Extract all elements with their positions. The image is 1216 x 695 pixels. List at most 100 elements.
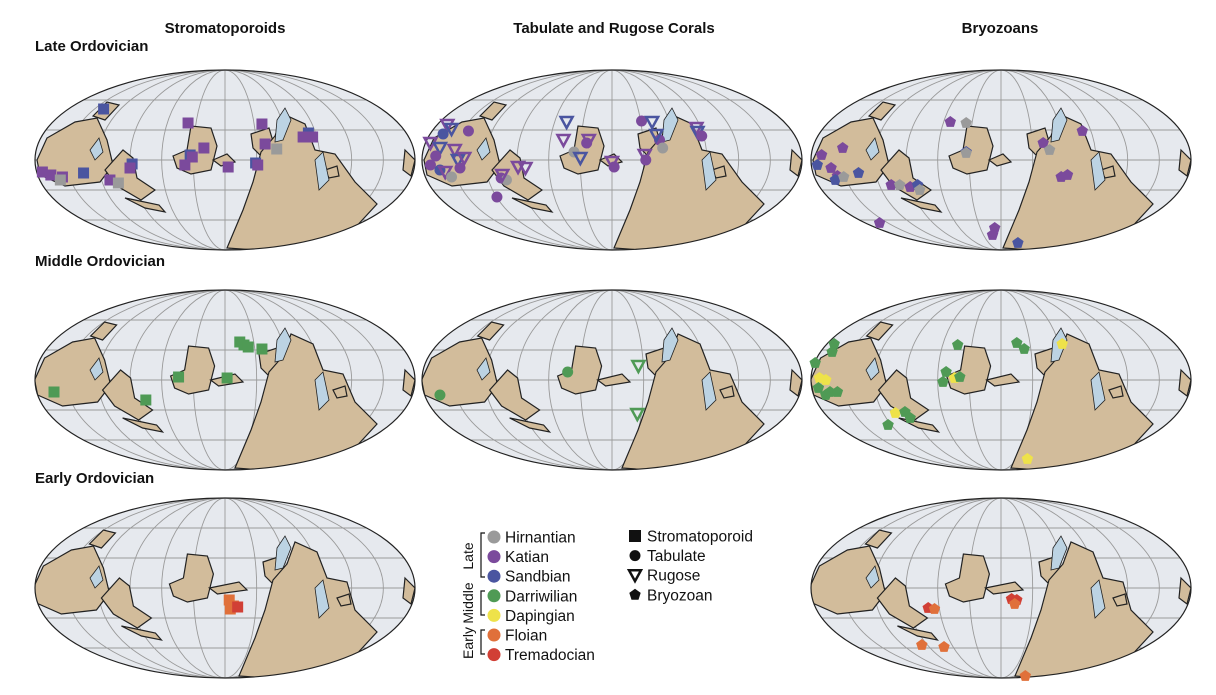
occurrence-rugose-sandbian	[644, 115, 661, 131]
occurrence-markers	[422, 115, 708, 203]
occurrence-bryozoan-darriwilian	[1011, 337, 1023, 348]
occurrence-stromatoporoid-hirnantian	[54, 174, 66, 186]
legend-swatch-hirnantian	[487, 530, 501, 544]
continental-shelf	[476, 107, 717, 191]
continents	[35, 321, 415, 470]
occurrence-stromatoporoid-katian	[297, 131, 309, 143]
legend-stage-hirnantian: Hirnantian	[505, 530, 576, 547]
occurrence-bryozoan-floian	[1009, 598, 1021, 609]
occurrence-tabulate-katian	[424, 159, 436, 171]
map-border	[34, 497, 416, 679]
occurrence-rugose-sandbian	[443, 122, 460, 138]
map-border	[34, 289, 416, 471]
occurrence-bryozoan-katian	[944, 116, 956, 127]
occurrence-tabulate-hirnantian	[446, 171, 458, 183]
occurrence-bryozoan-floian	[1019, 670, 1031, 681]
occurrence-rugose-sandbian	[572, 151, 589, 167]
legend-swatch-tremadocian	[487, 648, 501, 662]
occurrence-stromatoporoid-darriwilian	[242, 341, 254, 353]
occurrence-stromatoporoid-katian	[256, 118, 268, 130]
column-title-corals: Tabulate and Rugose Corals	[513, 20, 714, 37]
column-title-bryozoans: Bryozoans	[962, 20, 1039, 37]
occurrence-markers	[809, 337, 1068, 464]
occurrence-markers	[36, 103, 319, 189]
map-border	[810, 497, 1192, 679]
continents	[811, 529, 1191, 678]
paleomap-1-1	[421, 289, 803, 471]
legend-type-stromatoporoid: Stromatoporoid	[647, 529, 753, 546]
occurrence-tabulate-hirnantian	[657, 142, 669, 154]
occurrence-stromatoporoid-katian	[179, 159, 191, 171]
occurrence-bryozoan-floian	[928, 603, 941, 614]
continental-shelf	[89, 327, 330, 411]
occurrence-rugose-katian	[494, 168, 511, 184]
occurrence-tabulate-katian	[640, 154, 652, 166]
occurrence-tabulate-darriwilian	[562, 366, 574, 378]
occurrence-bryozoan-darriwilian	[952, 339, 964, 350]
map-border	[810, 69, 1192, 251]
occurrence-rugose-sandbian	[648, 128, 665, 144]
occurrence-tabulate-darriwilian	[434, 389, 446, 401]
legend-swatch-floian	[487, 628, 501, 642]
occurrence-bryozoan-darriwilian	[940, 366, 952, 377]
occurrence-tabulate-katian	[454, 162, 466, 174]
legend-period-middle: Middle	[460, 582, 476, 623]
occurrence-rugose-sandbian	[449, 153, 466, 169]
paleomap-1-2	[809, 289, 1192, 471]
legend-period-late: Late	[460, 542, 476, 569]
occurrence-bryozoan-katian	[873, 217, 886, 228]
legend: Late Middle Early HirnantianKatianSandbi…	[460, 529, 753, 665]
occurrence-rugose-katian	[580, 133, 597, 149]
occurrence-tabulate-katian	[696, 130, 708, 142]
occurrence-stromatoporoid-darriwilian	[256, 343, 268, 355]
occurrence-stromatoporoid-darriwilian	[173, 371, 185, 383]
occurrence-markers	[916, 593, 1031, 681]
occurrence-stromatoporoid-katian	[182, 117, 194, 129]
legend-type-tabulate: Tabulate	[647, 548, 706, 565]
map-border	[34, 69, 416, 251]
continental-shelf	[89, 107, 330, 191]
legend-stage-sandbian: Sandbian	[505, 569, 571, 586]
occurrence-bryozoan-dapingian	[1056, 338, 1068, 349]
map-border	[421, 289, 803, 471]
occurrence-rugose-katian	[446, 143, 463, 159]
legend-stage-katian: Katian	[505, 549, 549, 566]
legend-stage-floian: Floian	[505, 628, 547, 645]
continental-shelf	[476, 327, 717, 411]
occurrence-stromatoporoid-katian	[307, 131, 319, 143]
occurrence-tabulate-katian	[608, 161, 620, 173]
occurrence-rugose-katian	[555, 133, 572, 149]
occurrence-rugose-katian	[517, 161, 534, 177]
occurrence-bryozoan-dapingian	[1021, 453, 1034, 464]
occurrence-bryozoan-hirnantian	[894, 179, 906, 190]
paleomap-0-0	[34, 69, 416, 251]
occurrence-stromatoporoid-floian	[223, 594, 235, 606]
legend-type-rugose: Rugose	[647, 568, 700, 585]
row-title-early: Early Ordovician	[35, 470, 154, 487]
legend-swatch-darriwilian	[487, 589, 501, 603]
occurrence-bryozoan-darriwilian	[831, 386, 844, 397]
continental-shelf	[89, 535, 330, 619]
occurrence-bryozoan-dapingian	[889, 407, 902, 418]
occurrence-markers	[811, 116, 1088, 248]
occurrence-stromatoporoid-darriwilian	[140, 394, 152, 406]
occurrence-bryozoan-floian	[916, 639, 928, 650]
occurrence-tabulate-katian	[491, 191, 503, 203]
occurrence-stromatoporoid-katian	[36, 166, 48, 178]
row-title-middle: Middle Ordovician	[35, 253, 165, 270]
occurrence-bryozoan-dapingian	[820, 374, 832, 385]
occurrence-bryozoan-darriwilian	[937, 376, 949, 387]
occurrence-bryozoan-floian	[938, 641, 950, 652]
occurrence-bryozoan-darriwilian	[954, 371, 966, 382]
legend-stage-dapingian: Dapingian	[505, 608, 575, 625]
occurrence-stromatoporoid-katian	[45, 169, 57, 181]
occurrence-bryozoan-darriwilian	[812, 382, 825, 393]
occurrence-bryozoan-darriwilian	[820, 389, 832, 400]
occurrence-stromatoporoid-darriwilian	[221, 372, 233, 384]
continental-shelf	[865, 535, 1106, 619]
occurrence-bryozoan-katian	[815, 149, 828, 160]
occurrence-rugose-darriwilian	[630, 359, 647, 375]
occurrence-markers	[223, 594, 244, 615]
occurrence-stromatoporoid-tremadocian	[232, 601, 244, 613]
